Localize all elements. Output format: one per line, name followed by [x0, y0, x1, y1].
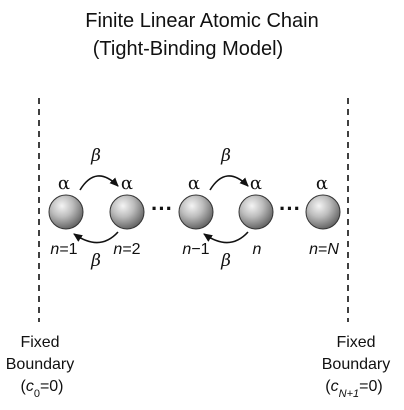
ellipsis-left: ···: [151, 196, 173, 221]
left-boundary-label-line1: Fixed: [20, 334, 59, 351]
right-boundary-condition: (cN+1=0): [325, 378, 382, 400]
alpha-n2: α: [121, 173, 133, 194]
site-label-n: n: [253, 241, 262, 258]
beta-bottom-n-nm1: β: [220, 251, 231, 271]
atom-n1: [48, 194, 84, 230]
diagram-title-line2: (Tight-Binding Model): [93, 38, 283, 60]
alpha-n-minus-1: α: [188, 173, 200, 194]
beta-bottom-2-1: β: [90, 251, 101, 271]
atom-n2: [109, 194, 145, 230]
atom-nN: [305, 194, 341, 230]
alpha-n1: α: [58, 173, 70, 194]
right-boundary-label-line2: Boundary: [322, 356, 391, 373]
site-label-n-minus-1: n−1: [182, 241, 209, 258]
diagram-title-line1: Finite Linear Atomic Chain: [85, 10, 318, 32]
atom-n: [238, 194, 274, 230]
site-label-n1: n=1: [50, 241, 77, 258]
beta-top-1-2: β: [90, 146, 101, 166]
hopping-arrow-top-nm1-n: [209, 175, 249, 191]
beta-top-nm1-n: β: [220, 146, 231, 166]
site-label-nN: n=N: [309, 241, 339, 258]
alpha-n: α: [250, 173, 262, 194]
hopping-arrow-bottom-2-1: [73, 231, 119, 244]
alpha-nN: α: [316, 173, 328, 194]
right-boundary-label-line1: Fixed: [336, 334, 375, 351]
ellipsis-right: ···: [279, 196, 301, 221]
left-boundary-condition: (c0=0): [20, 378, 63, 400]
left-boundary-label-line2: Boundary: [6, 356, 75, 373]
hopping-arrow-top-1-2: [79, 175, 119, 191]
atom-n-minus-1: [178, 194, 214, 230]
hopping-arrow-bottom-n-nm1: [203, 231, 249, 244]
site-label-n2: n=2: [113, 241, 140, 258]
